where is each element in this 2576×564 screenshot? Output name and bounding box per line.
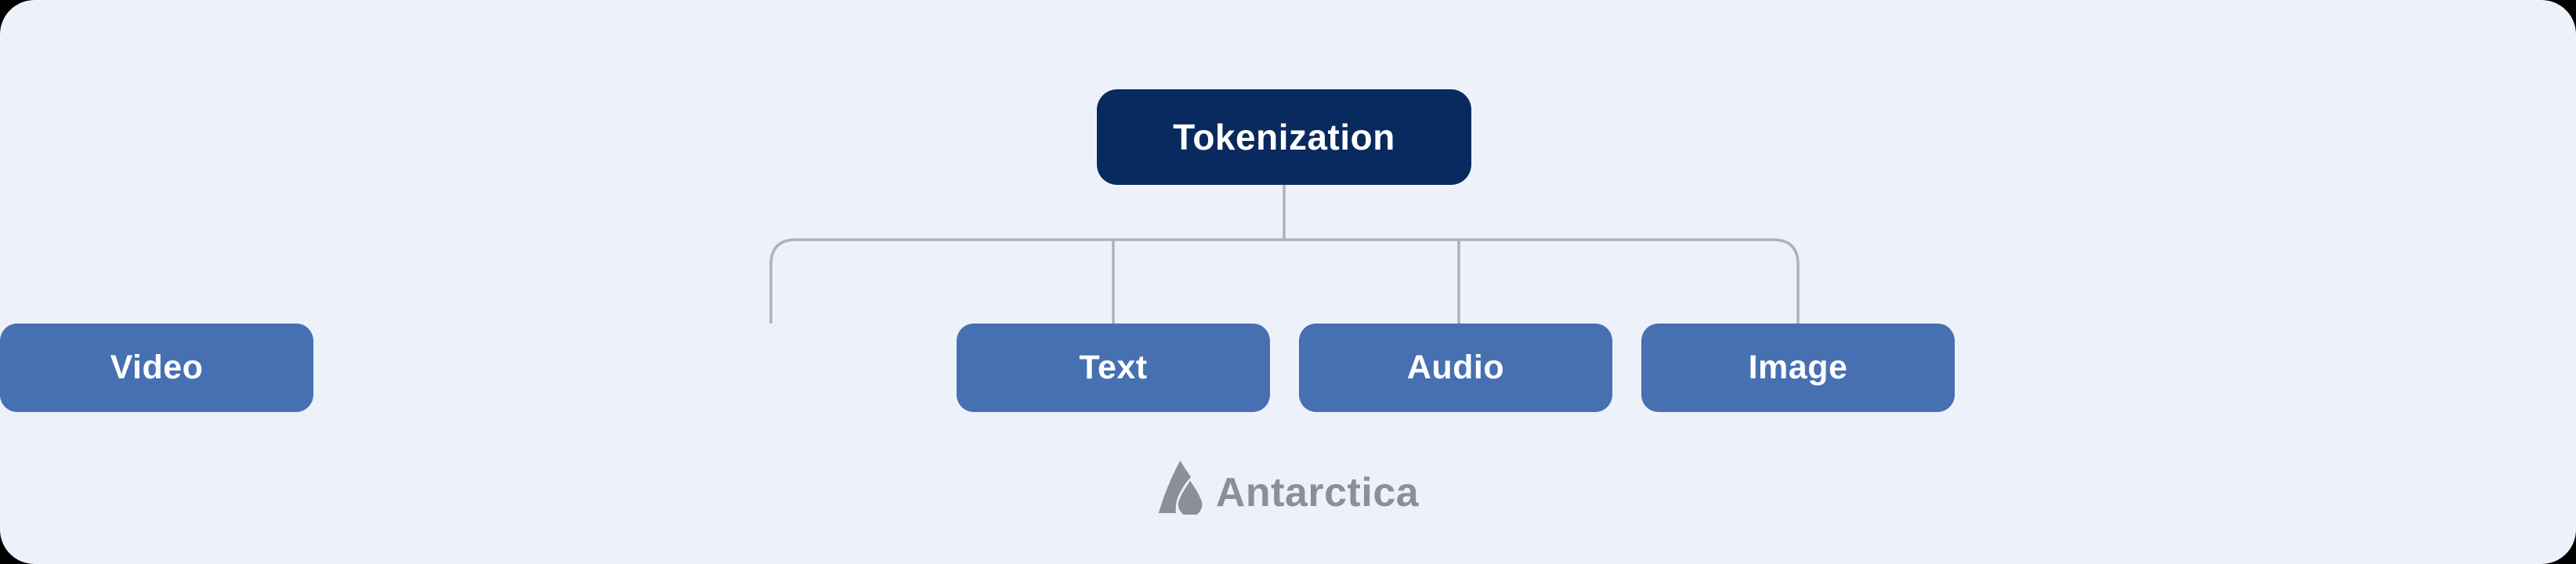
antarctica-logo-icon bbox=[1158, 461, 1203, 515]
child-node-video: Video bbox=[0, 324, 313, 412]
child-node-label: Image bbox=[1748, 349, 1848, 386]
logo-mountain-blade bbox=[1158, 461, 1192, 513]
child-node-label: Text bbox=[1079, 349, 1148, 386]
branch-connector bbox=[769, 238, 1800, 324]
child-node-text: Text bbox=[957, 324, 1270, 412]
child-node-audio: Audio bbox=[1299, 324, 1612, 412]
brand-logo: Antarctica bbox=[1157, 461, 1419, 515]
root-node-label: Tokenization bbox=[1173, 117, 1395, 157]
root-node-tokenization: Tokenization bbox=[1097, 89, 1471, 185]
child-node-label: Audio bbox=[1406, 349, 1505, 386]
child-node-image: Image bbox=[1641, 324, 1955, 412]
brand-name: Antarctica bbox=[1215, 469, 1420, 515]
logo-droplet bbox=[1178, 480, 1203, 515]
child-node-label: Video bbox=[110, 349, 204, 386]
